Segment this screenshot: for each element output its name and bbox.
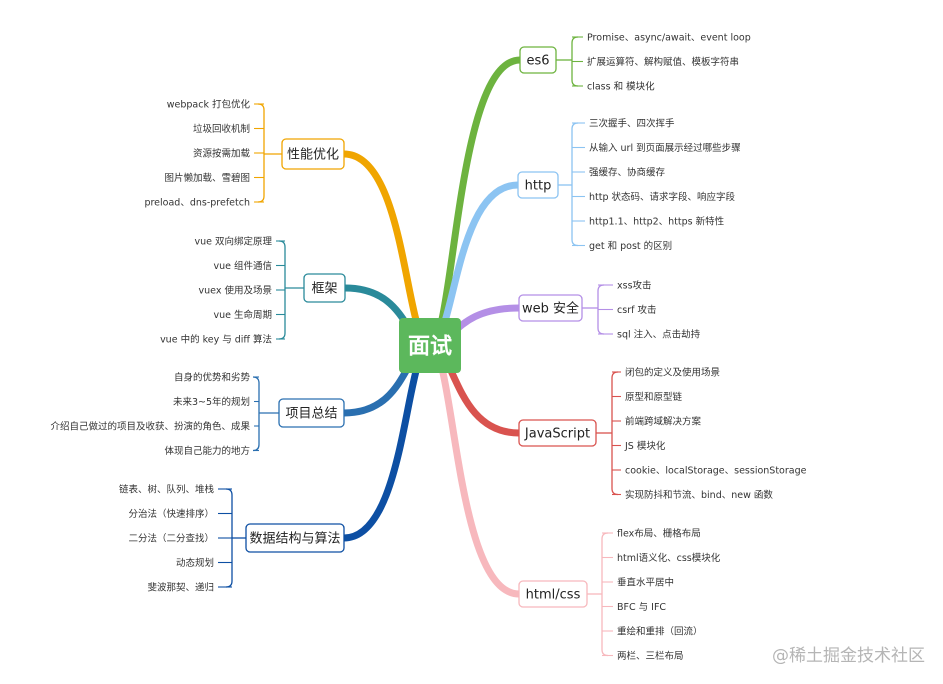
- leaf-topic[interactable]: 二分法（二分查找）: [128, 532, 214, 544]
- branch-node-http[interactable]: http: [517, 171, 559, 199]
- branch-node-html-css[interactable]: html/css: [518, 580, 588, 608]
- branch-node-javascript[interactable]: JavaScript: [518, 419, 597, 447]
- leaf-topic[interactable]: JS 模块化: [624, 440, 666, 452]
- leaf-topic[interactable]: 强缓存、协商缓存: [589, 166, 666, 178]
- leaf-topic[interactable]: xss攻击: [617, 279, 652, 291]
- leaf-topic[interactable]: cookie、localStorage、sessionStorage: [625, 465, 807, 476]
- branch-node-project[interactable]: 项目总结: [278, 398, 345, 428]
- leaf-topic[interactable]: 垃圾回收机制: [193, 123, 250, 135]
- leaf-topic[interactable]: http1.1、http2、https 新特性: [589, 215, 725, 227]
- leaf-topic[interactable]: 两栏、三栏布局: [617, 650, 684, 662]
- leaf-topic[interactable]: 介绍自己做过的项目及收获、扮演的角色、成果: [50, 420, 250, 432]
- branch-node-framework[interactable]: 框架: [303, 273, 346, 303]
- leaf-topic[interactable]: 实现防抖和节流、bind、new 函数: [625, 489, 773, 501]
- children-bracket: [252, 376, 260, 452]
- branch-node-performance[interactable]: 性能优化: [281, 138, 345, 170]
- leaf-topic[interactable]: sql 注入、点击劫持: [617, 328, 701, 340]
- center-node[interactable]: 面试: [399, 318, 461, 373]
- branch-web-security: web 安全 xss攻击 csrf 攻击 sql 注入、点击劫持: [518, 279, 701, 340]
- leaf-topic[interactable]: vue 中的 key 与 diff 算法: [160, 333, 272, 345]
- leaf-topic[interactable]: 动态规划: [176, 557, 214, 569]
- branch-framework: 框架 vue 双向绑定原理 vue 组件通信 vuex 使用及场景 vue 生命周期 vu…: [160, 235, 346, 345]
- leaf-topic[interactable]: http 状态码、请求字段、响应字段: [589, 191, 736, 203]
- branch-label: http: [525, 179, 552, 194]
- leaf-topic[interactable]: flex布局、栅格布局: [617, 527, 701, 539]
- leaf-topic[interactable]: vue 组件通信: [213, 260, 272, 272]
- leaf-topic[interactable]: html语义化、css模块化: [617, 552, 721, 564]
- branch-connector: [426, 56, 524, 349]
- branch-connector: [340, 342, 434, 542]
- leaf-topic[interactable]: class 和 模块化: [587, 80, 655, 92]
- watermark: @稀土掘金技术社区: [772, 646, 925, 666]
- branch-node-algorithm[interactable]: 数据结构与算法: [245, 523, 345, 553]
- leaf-topic[interactable]: vuex 使用及场景: [199, 284, 272, 296]
- children-bracket: [571, 122, 579, 247]
- children-bracket: [611, 371, 619, 496]
- leaf-topic[interactable]: 分治法（快速排序）: [128, 508, 214, 520]
- branch-label: 性能优化: [287, 148, 339, 163]
- leaf-topic[interactable]: vue 双向绑定原理: [194, 235, 272, 247]
- leaf-topic[interactable]: 自身的优势和劣势: [174, 371, 251, 383]
- leaf-topic[interactable]: get 和 post 的区别: [589, 240, 672, 252]
- branch-connector: [426, 342, 523, 598]
- branch-label: 数据结构与算法: [249, 532, 340, 547]
- branch-label: 框架: [311, 282, 337, 297]
- branch-es6: es6 Promise、async/await、event loop 扩展运算符、解…: [519, 32, 751, 92]
- center-box: [399, 318, 461, 373]
- branch-node-es6[interactable]: es6: [519, 46, 557, 74]
- leaf-topic[interactable]: 斐波那契、递归: [147, 581, 214, 593]
- branch-label: web 安全: [522, 301, 579, 317]
- leaf-topic[interactable]: 重绘和重排（回流）: [617, 625, 703, 637]
- branch-project: 项目总结 自身的优势和劣势未来3~5年的规划介绍自己做过的项目及收获、扮演的角色、…: [50, 371, 345, 457]
- leaf-topic[interactable]: 从输入 url 到页面展示经过哪些步骤: [589, 142, 741, 154]
- children-bracket: [601, 532, 609, 657]
- leaf-topic[interactable]: csrf 攻击: [617, 304, 656, 316]
- leaf-topic[interactable]: preload、dns-prefetch: [144, 197, 250, 208]
- leaf-topic[interactable]: 扩展运算符、解构赋值、模板字符串: [587, 56, 739, 68]
- leaf-topic[interactable]: 链表、树、队列、堆栈: [119, 483, 215, 495]
- leaf-topic[interactable]: 三次握手、四次挥手: [589, 117, 675, 129]
- leaf-topic[interactable]: 体现自己能力的地方: [164, 445, 250, 457]
- leaf-topic[interactable]: 图片懒加载、雪碧图: [164, 172, 250, 184]
- branch-node-web-security[interactable]: web 安全: [518, 294, 583, 322]
- leaf-topic[interactable]: webpack 打包优化: [167, 98, 251, 110]
- branch-label: es6: [526, 54, 549, 69]
- leaf-topic[interactable]: 资源按需加载: [193, 147, 251, 159]
- branch-label: html/css: [526, 588, 581, 603]
- leaf-topic[interactable]: BFC 与 IFC: [617, 602, 666, 613]
- branch-label: 项目总结: [285, 407, 337, 422]
- leaf-topic[interactable]: Promise、async/await、event loop: [587, 32, 751, 43]
- center-label: 面试: [408, 335, 452, 360]
- leaf-topic[interactable]: 前端跨域解决方案: [625, 415, 702, 427]
- leaf-topic[interactable]: 原型和原型链: [625, 391, 683, 403]
- branch-label: JavaScript: [524, 427, 590, 442]
- leaf-topic[interactable]: 闭包的定义及使用场景: [625, 366, 720, 378]
- leaf-topic[interactable]: vue 生命周期: [213, 309, 272, 321]
- branch-connector: [340, 150, 434, 349]
- leaf-topic[interactable]: 未来3~5年的规划: [173, 396, 250, 408]
- leaf-topic[interactable]: 垂直水平居中: [617, 576, 674, 588]
